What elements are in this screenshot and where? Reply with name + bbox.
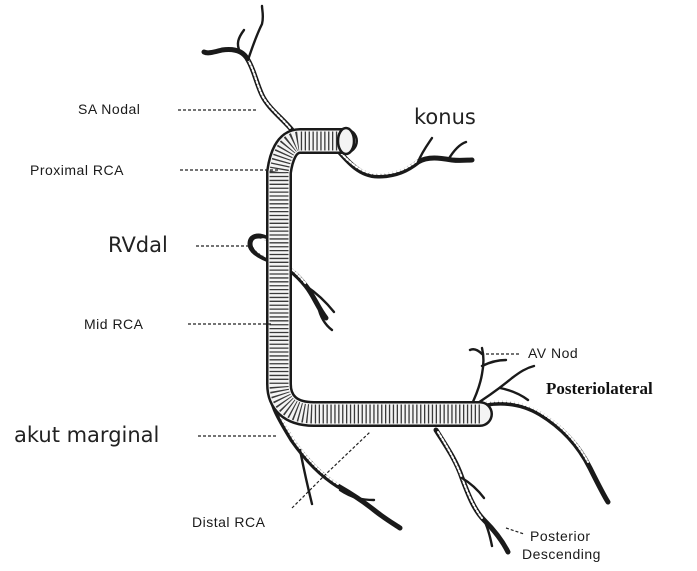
label-mid-rca: Mid RCA	[84, 316, 144, 332]
sa-nodal-branch	[204, 6, 292, 130]
label-sa-nodal: SA Nodal	[78, 101, 140, 117]
label-descending: Descending	[522, 546, 601, 562]
label-proximal-rca: Proximal RCA	[30, 162, 124, 178]
label-akut-marginal: akut marginal	[14, 423, 159, 447]
leader-posterior-descending	[506, 528, 524, 534]
label-av-nod: AV Nod	[528, 345, 578, 361]
leader-lines	[178, 110, 524, 534]
label-posteriolateral: Posteriolateral	[546, 379, 653, 398]
label-distal-rca: Distal RCA	[192, 514, 266, 530]
rca-trunk	[279, 128, 480, 414]
posterior-descending-branch	[436, 430, 508, 552]
label-konus: konus	[414, 105, 476, 129]
av-nodal-branch	[470, 348, 506, 408]
label-rv-dal: RVdal	[108, 233, 168, 257]
label-posterior: Posterior	[530, 528, 591, 544]
